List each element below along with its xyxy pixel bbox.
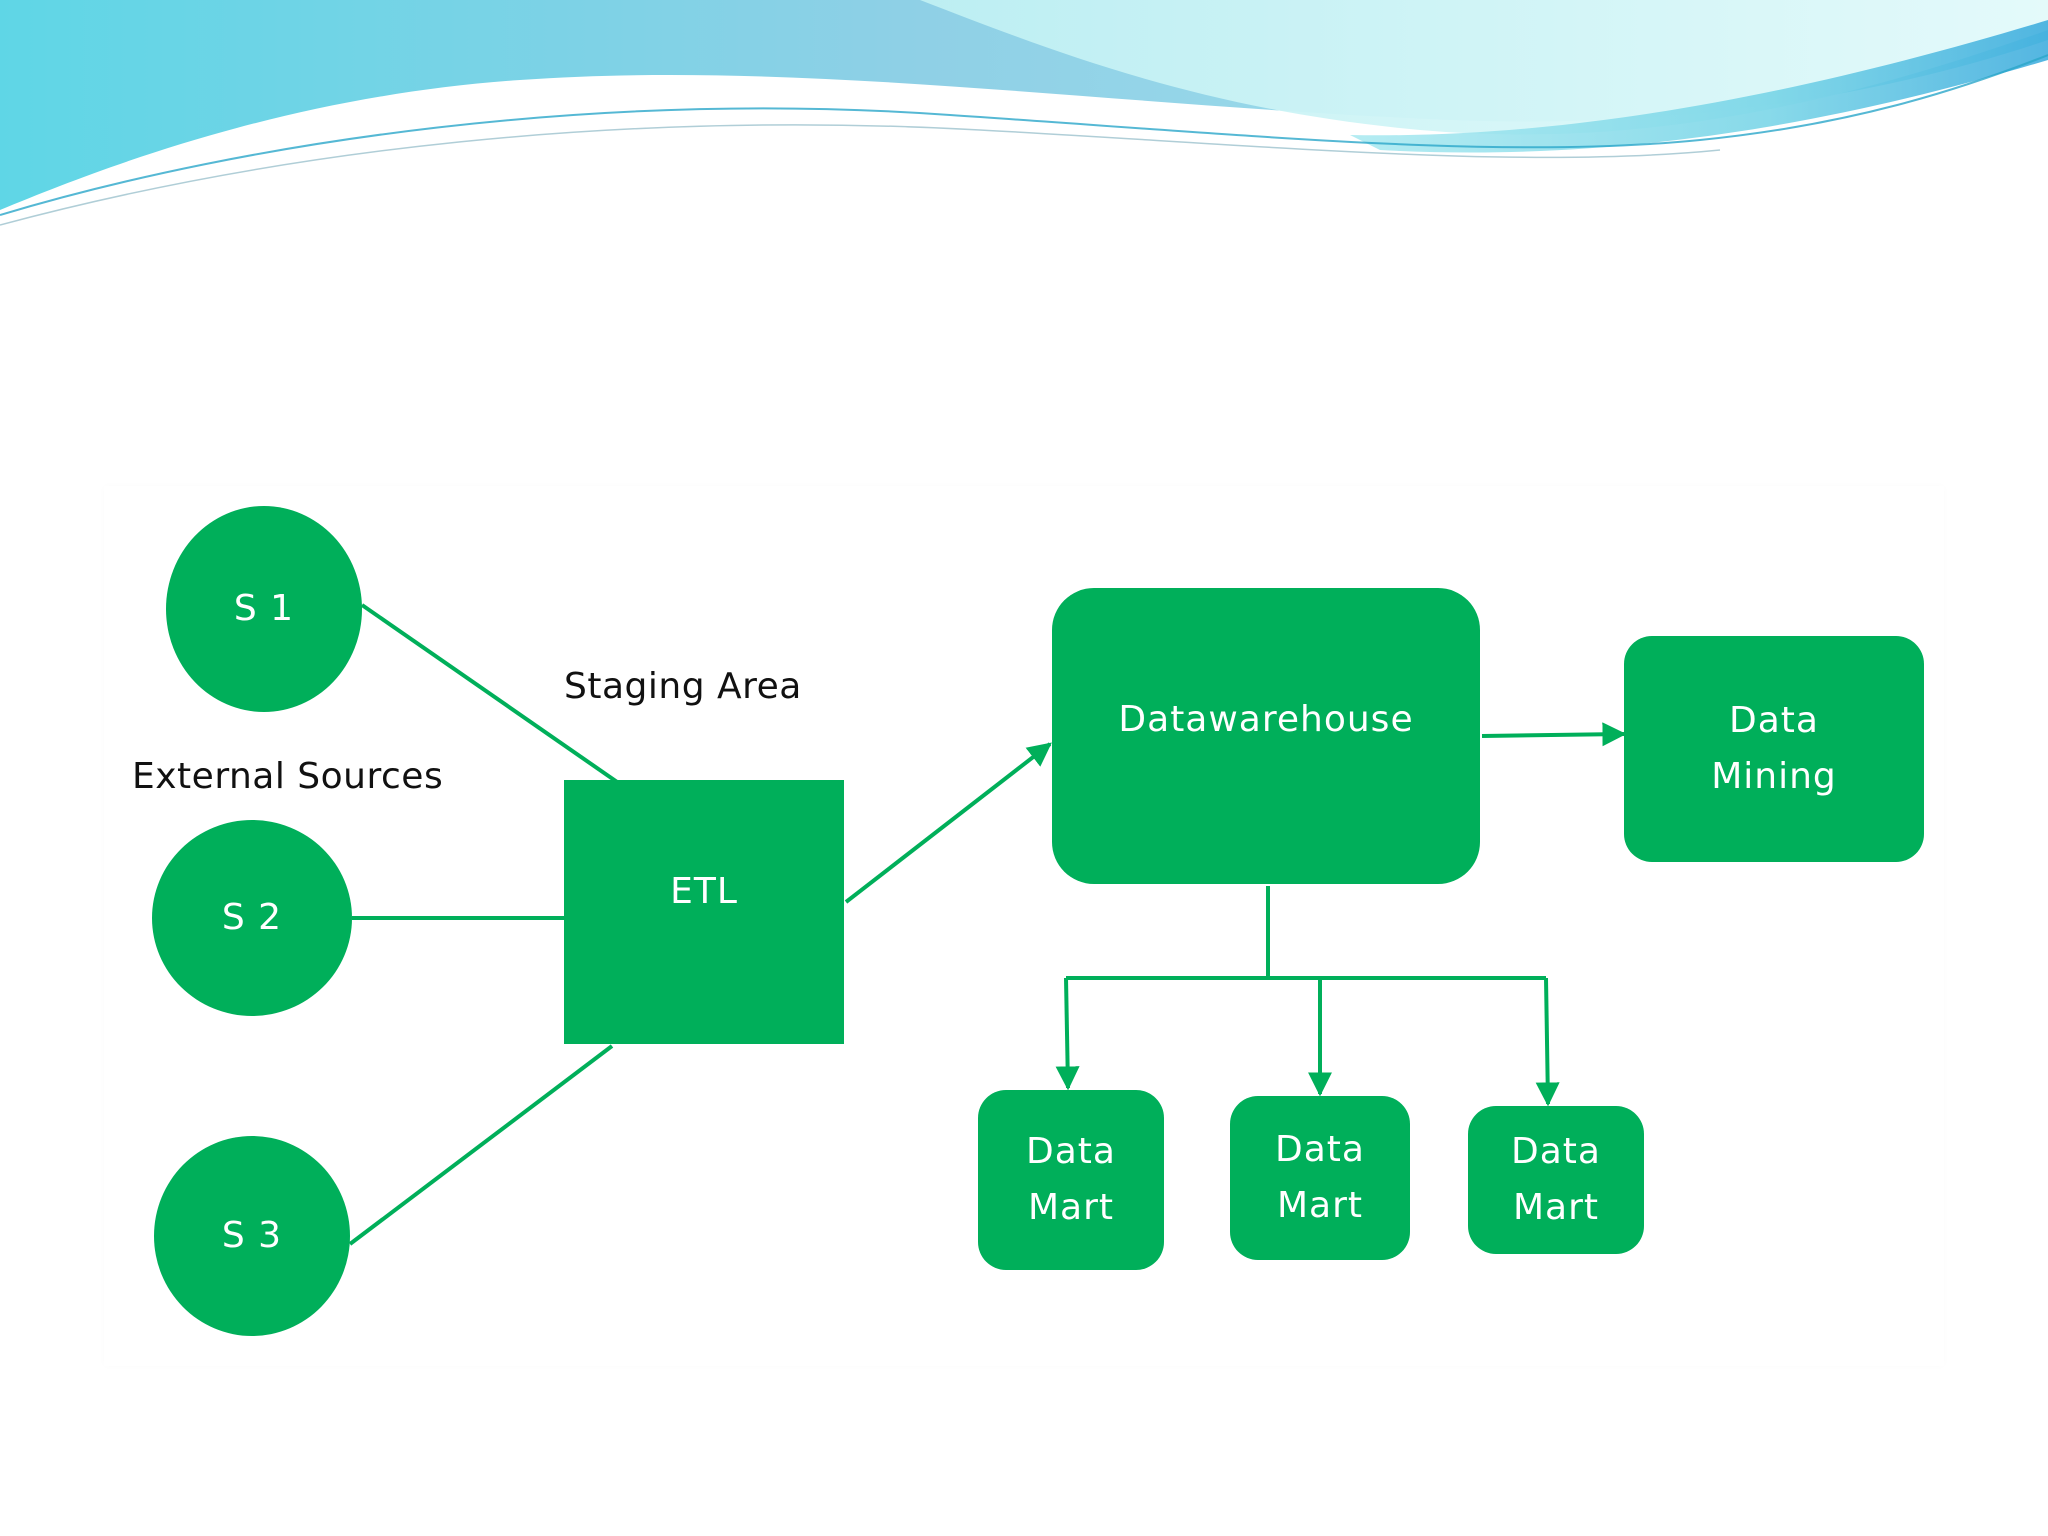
node-data-mart-3: Data Mart [1468, 1106, 1644, 1254]
node-datawarehouse: Datawarehouse [1052, 588, 1480, 884]
node-etl: ETL [564, 780, 844, 1044]
edge-s3-etl [348, 1044, 614, 1246]
edge-s1-etl [360, 603, 622, 786]
node-data-mart-1: Data Mart [978, 1090, 1164, 1270]
edge-to-data-mart-3 [1535, 977, 1560, 1107]
label-staging-area: Staging Area [564, 666, 802, 707]
edge-to-data-mart-1 [1055, 977, 1080, 1091]
node-s1: S 1 [166, 506, 362, 712]
node-s2: S 2 [152, 820, 352, 1016]
node-data-mart-2: Data Mart [1230, 1096, 1410, 1260]
edge-etl-datawarehouse [844, 742, 1052, 904]
node-s3: S 3 [154, 1136, 350, 1336]
label-external-sources: External Sources [132, 756, 444, 797]
node-data-mining: Data Mining [1624, 636, 1924, 862]
decorative-wave-header [0, 0, 2048, 226]
edge-datawarehouse-data-mining [1481, 722, 1627, 747]
